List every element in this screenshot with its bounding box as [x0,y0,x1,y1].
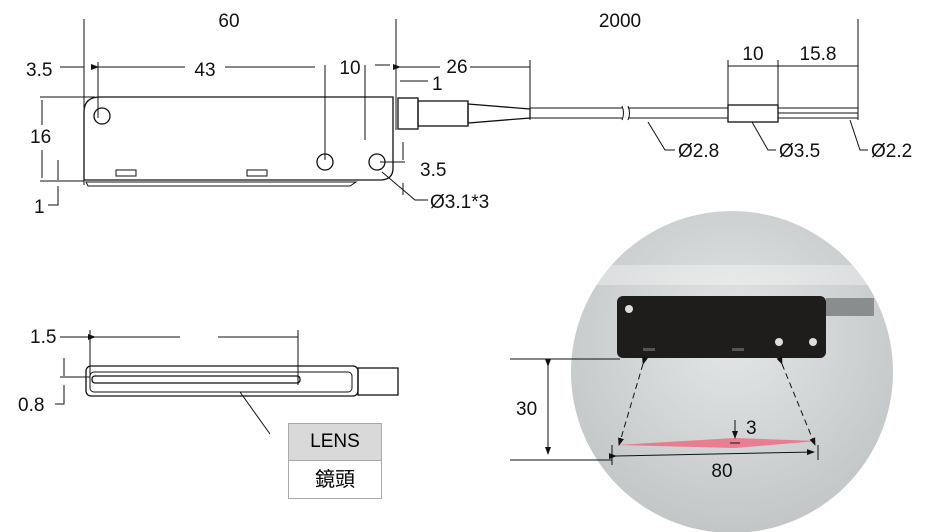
dim-cable-diameter: Ø2.8 [678,141,719,162]
dim-hole-spacing: 43 [194,60,215,81]
dim-lens-height: 0.8 [18,395,44,416]
dim-hole-spacing-right: 10 [339,58,360,79]
lens-label-en: LENS [289,424,381,461]
dim-sleeve-length: 10 [742,44,763,65]
top-view: 60 2000 3.5 43 10 26 1 [26,11,912,218]
dim-lead-length: 15.8 [800,44,837,65]
sensor-photo: 30 80 3 [510,211,893,532]
lens-label: LENS 鏡頭 [288,423,382,499]
dim-connector-gap: 1 [432,74,443,95]
dim-height: 16 [30,127,51,148]
dim-beam-thickness: 3 [746,418,757,439]
dim-hole-diameter: Ø3.1*3 [430,192,489,213]
dim-beam-width: 80 [711,461,732,482]
dim-bottom-lip: 1 [34,197,45,218]
dim-offset-left: 3.5 [26,60,52,81]
dim-total-length: 60 [218,11,239,32]
dim-hole-offset: 3.5 [420,160,446,181]
dim-lead-diameter: Ø2.2 [871,141,912,162]
dim-cable-length: 2000 [599,11,641,32]
dim-sleeve-diameter: Ø3.5 [779,141,820,162]
dim-connector-length: 26 [446,57,467,78]
lens-label-zh: 鏡頭 [289,461,381,498]
dim-lens-offset: 1.5 [30,327,56,348]
dim-distance: 30 [516,399,537,420]
side-view: 1.5 0.8 [18,327,399,435]
